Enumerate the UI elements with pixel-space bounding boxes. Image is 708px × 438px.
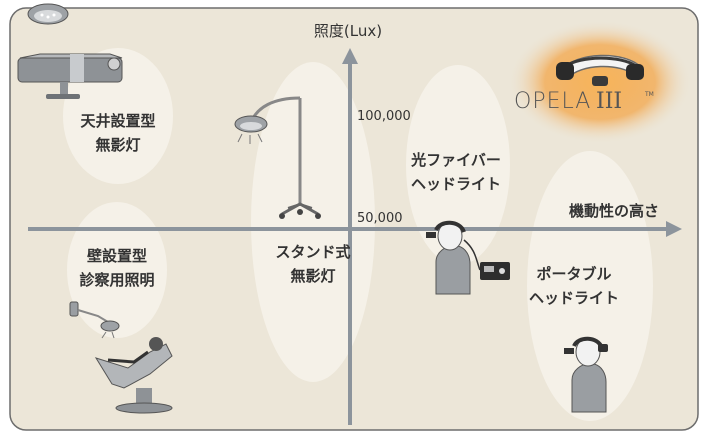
ellipse-stand — [251, 62, 375, 382]
tick-label-100000: 100,000 — [357, 109, 411, 124]
ellipse-portable — [527, 151, 653, 421]
tick-label-50000: 50,000 — [357, 211, 403, 226]
label-stand-line1: スタンド式 — [275, 243, 350, 261]
label-stand-line2: 無影灯 — [290, 267, 335, 285]
ellipse-wall — [67, 202, 167, 338]
operating-table-icon — [17, 53, 123, 99]
label-fiber-line2: ヘッドライト — [411, 175, 501, 193]
exam-chair-icon — [94, 337, 173, 414]
label-portable-line2: ヘッドライト — [529, 289, 619, 307]
x-axis-arrow-icon — [666, 221, 682, 237]
opela-headset-icon — [556, 54, 644, 86]
label-ceiling-line1: 天井設置型 — [80, 112, 155, 130]
y-axis-label: 照度(Lux) — [314, 22, 382, 40]
label-ceiling-line2: 無影灯 — [95, 136, 140, 154]
ellipse-fiber — [406, 65, 510, 265]
wall-exam-light-icon — [69, 301, 120, 339]
opela-logo-tm: TM — [644, 91, 654, 98]
fiber-headlight-person-icon — [426, 220, 510, 295]
opela-logo-numeral: III — [596, 89, 622, 114]
opela-logo-text: OPELA — [514, 89, 591, 114]
opela-logo: OPELA III TM — [514, 54, 654, 114]
portable-headlight-person-icon — [564, 336, 608, 413]
x-axis-label: 機動性の高さ — [569, 202, 659, 220]
label-wall-line2: 診察用照明 — [79, 271, 154, 289]
label-wall-line1: 壁設置型 — [87, 247, 147, 265]
y-axis-arrow-icon — [342, 48, 358, 64]
stand-light-icon — [234, 96, 321, 219]
ceiling-light-icon — [27, 3, 69, 25]
label-fiber-line1: 光ファイバー — [410, 151, 501, 169]
label-portable-line1: ポータブル — [536, 265, 611, 283]
